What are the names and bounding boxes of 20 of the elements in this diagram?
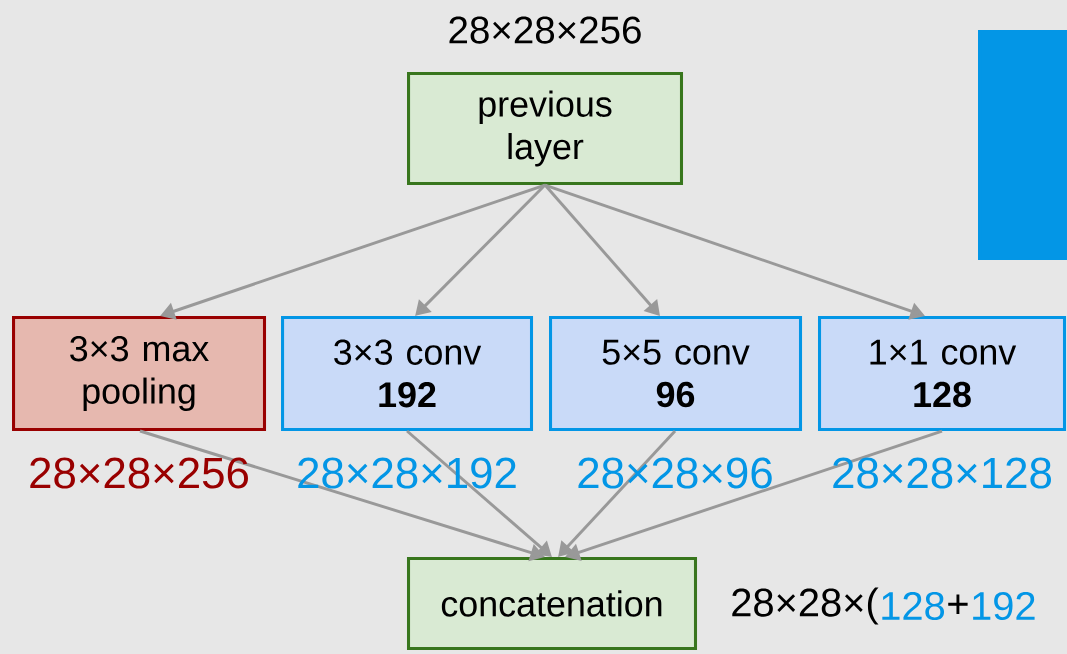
layer-box: 5×5 conv 96 [549, 315, 803, 431]
formula-text: 128 [882, 591, 945, 621]
layer-box: previous layer [407, 72, 683, 186]
formula-text: 28×28×( [732, 587, 879, 625]
formula-text: 192 [973, 591, 1035, 621]
arrow [543, 184, 660, 316]
arrow [558, 430, 677, 557]
dimension-label: 28×28×192 [298, 457, 516, 489]
output-box: concatenation [407, 557, 698, 651]
layer-box: 1×1 conv 128 [818, 315, 1067, 431]
layer-box: 3×3 max pooling [12, 315, 267, 431]
dimension-label: 28×28×256 [449, 16, 641, 44]
arrow [406, 429, 552, 557]
formula-text: + [948, 594, 968, 614]
layer-box: 3×3 conv 192 [281, 315, 534, 431]
dimension-label: 28×28×96 [578, 457, 772, 489]
dimension-label: 28×28×128 [833, 457, 1051, 489]
panel [978, 29, 1067, 260]
dimension-label: 28×28×256 [30, 457, 248, 489]
arrow [415, 184, 547, 316]
